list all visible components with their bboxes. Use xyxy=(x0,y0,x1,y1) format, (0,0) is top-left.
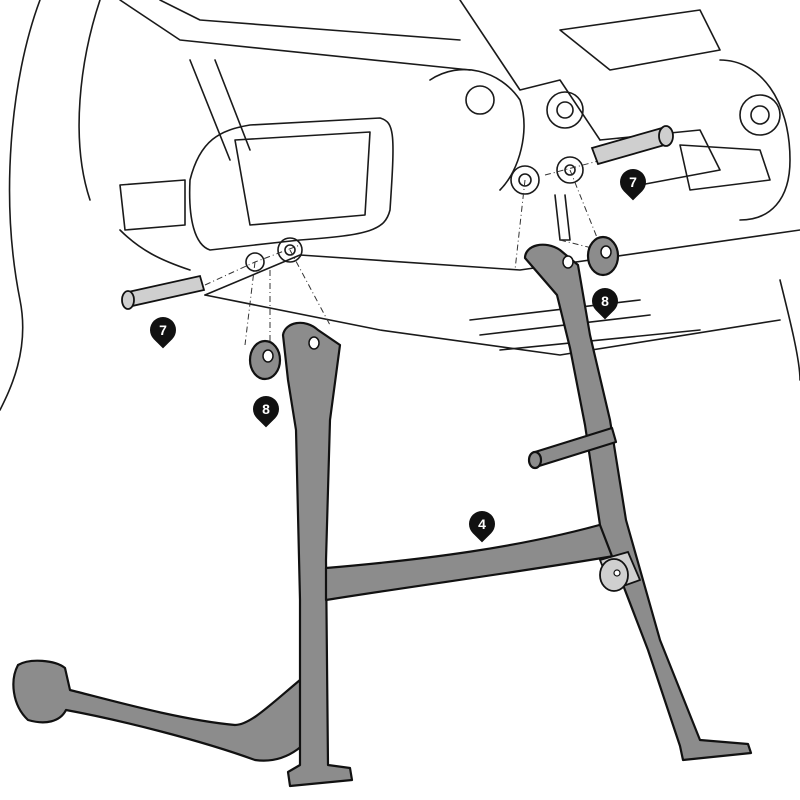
bolt-left xyxy=(121,274,206,310)
callout-bushing-left: 8 xyxy=(247,390,285,428)
callout-bushing-right: 8 xyxy=(586,282,624,320)
callout-center-stand: 4 xyxy=(463,505,501,543)
callout-label: 7 xyxy=(629,174,637,190)
bolt-right xyxy=(590,125,674,166)
callout-bolt-right: 7 xyxy=(614,163,652,201)
callout-label: 4 xyxy=(478,516,486,532)
callout-label: 7 xyxy=(159,322,167,338)
bushing-right xyxy=(586,235,620,277)
assembly-guide-lines xyxy=(204,149,641,346)
callout-label: 8 xyxy=(601,293,609,309)
callout-label: 8 xyxy=(262,401,270,417)
motorcycle-outline xyxy=(0,0,800,411)
center-stand xyxy=(12,243,753,788)
callout-bolt-left: 7 xyxy=(144,311,182,349)
bushing-left xyxy=(248,339,282,381)
